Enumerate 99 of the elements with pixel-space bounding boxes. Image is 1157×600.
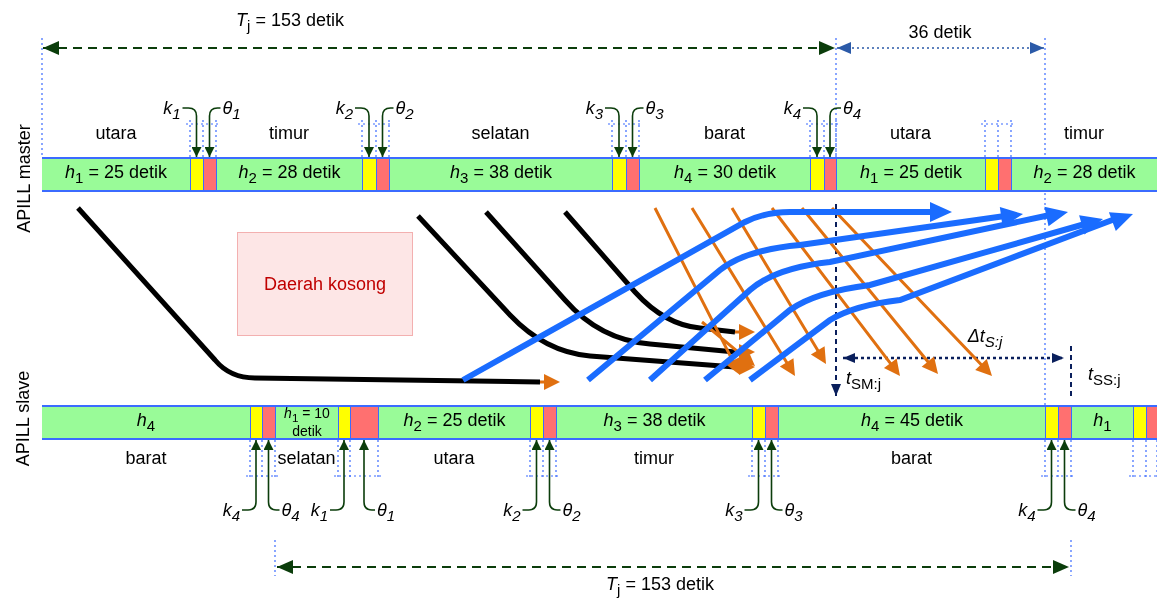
clearance-interval-segment [626, 159, 639, 190]
phase-duration-label: h$_{2}$ = 25 detik [403, 410, 506, 435]
phase-duration-label: h$_{2}$ = 28 detik [1033, 162, 1136, 187]
phase-duration-label: h$_{4}$ = 45 detik [861, 410, 963, 435]
cycle-time-label: T$_{j}$ = 153 detik [236, 10, 344, 34]
zone-label: Daerah kosong [263, 273, 387, 295]
direction-label: utara [95, 123, 137, 144]
phase-segment [1011, 159, 1157, 190]
leader-arrow [181, 107, 202, 158]
offset-label: Δt$_{S:j}$ [967, 326, 1003, 350]
direction-label: utara [890, 123, 931, 144]
phase-segment [556, 407, 752, 438]
phase-duration-label: h$_{1}$ = 25 detik [65, 162, 167, 187]
phase-duration-label: h$_{3}$ = 38 detik [603, 410, 706, 435]
signal-timeline-bar [42, 157, 1157, 192]
leader-arrow [263, 439, 281, 511]
change-interval-segment [362, 159, 376, 190]
clearance-interval-segment [998, 159, 1011, 190]
leader-arrow [802, 107, 822, 158]
phase-segment [42, 407, 250, 438]
phase-duration-label: h$_{3}$ = 38 detik [450, 162, 552, 187]
direction-label: timur [1064, 123, 1104, 144]
phase-segment [639, 159, 810, 190]
direction-label: utara [433, 448, 475, 469]
timeline-title: APILL master [13, 123, 35, 233]
phase-segment [42, 159, 190, 190]
clearance-interval-segment [350, 407, 378, 438]
timeline-title: APILL slave [13, 370, 35, 466]
interval-symbol: θ$_{3}$ [645, 98, 664, 124]
leader-arrow [204, 107, 222, 158]
change-interval-segment [530, 407, 543, 438]
interval-symbol: k$_{3}$ [725, 500, 743, 526]
change-interval-segment [810, 159, 824, 190]
phase-duration-label: h$_{2}$ = 28 detik [238, 162, 341, 187]
change-interval-segment [1045, 407, 1058, 438]
clearance-interval-segment [203, 159, 216, 190]
interval-symbol: k$_{1}$ [163, 98, 181, 124]
leader-arrow [1059, 439, 1077, 511]
interval-symbol: k$_{4}$ [1018, 500, 1036, 526]
direction-label: barat [891, 448, 932, 469]
interval-symbol: θ$_{1}$ [377, 500, 396, 526]
time-mark-label: t$_{SM:j}$ [846, 368, 881, 392]
leader-arrow [825, 107, 842, 158]
interval-symbol: θ$_{3}$ [784, 500, 803, 526]
phase-segment [389, 159, 612, 190]
interval-symbol: k$_{2}$ [503, 500, 521, 526]
change-interval-segment [250, 407, 262, 438]
change-interval-segment [985, 159, 998, 190]
leader-arrow [766, 439, 784, 511]
interval-symbol: θ$_{1}$ [222, 98, 241, 124]
interval-symbol: θ$_{2}$ [395, 98, 414, 124]
direction-label: selatan [277, 448, 336, 469]
leader-arrow [604, 107, 624, 158]
phase-duration-label: h$_{4}$ = 30 detik [674, 162, 776, 187]
phase-segment [836, 159, 985, 190]
change-interval-segment [338, 407, 350, 438]
clearance-interval-segment [1058, 407, 1071, 438]
interval-symbol: k$_{4}$ [783, 98, 801, 124]
interval-symbol: θ$_{4}$ [1077, 500, 1096, 526]
phase-segment [778, 407, 1045, 438]
leader-arrow [377, 107, 395, 158]
interval-symbol: k$_{1}$ [310, 500, 328, 526]
clearance-interval-segment [543, 407, 556, 438]
cycle-time-label: T$_{j}$ = 153 detik [606, 574, 714, 598]
interval-symbol: k$_{4}$ [222, 500, 240, 526]
phase-segment [275, 407, 338, 438]
direction-label: selatan [471, 123, 530, 144]
phase-duration-label: h$_{1}$ = 10 detik [283, 405, 331, 440]
leader-arrow [354, 107, 374, 158]
empty-zone-box [237, 232, 413, 336]
direction-label: timur [634, 448, 674, 469]
leader-arrow [544, 439, 562, 511]
signal-timeline-bar [42, 405, 1157, 440]
leader-arrow [627, 107, 645, 158]
change-interval-segment [190, 159, 203, 190]
direction-label: timur [269, 123, 309, 144]
phase-duration-label: h$_{1}$ [1093, 410, 1112, 435]
interval-symbol: θ$_{2}$ [562, 500, 581, 526]
interval-symbol: k$_{2}$ [335, 98, 353, 124]
phase-segment [216, 159, 362, 190]
clearance-interval-segment [1146, 407, 1157, 438]
change-interval-segment [752, 407, 765, 438]
change-interval-segment [1133, 407, 1146, 438]
clearance-interval-segment [262, 407, 275, 438]
time-mark-label: t$_{SS:j}$ [1088, 364, 1121, 388]
phase-duration-label: h$_{4}$ [136, 410, 156, 435]
interval-symbol: θ$_{4}$ [281, 500, 300, 526]
change-interval-segment [612, 159, 626, 190]
phase-duration-label: h$_{1}$ = 25 detik [860, 162, 962, 187]
clearance-interval-segment [765, 407, 778, 438]
interval-symbol: k$_{3}$ [585, 98, 603, 124]
offset-label: 36 detik [908, 22, 972, 43]
clearance-interval-segment [824, 159, 836, 190]
clearance-interval-segment [376, 159, 389, 190]
phase-segment [378, 407, 530, 438]
direction-label: barat [125, 448, 167, 469]
interval-symbol: θ$_{4}$ [843, 98, 862, 124]
phase-segment [1071, 407, 1133, 438]
direction-label: barat [704, 123, 745, 144]
